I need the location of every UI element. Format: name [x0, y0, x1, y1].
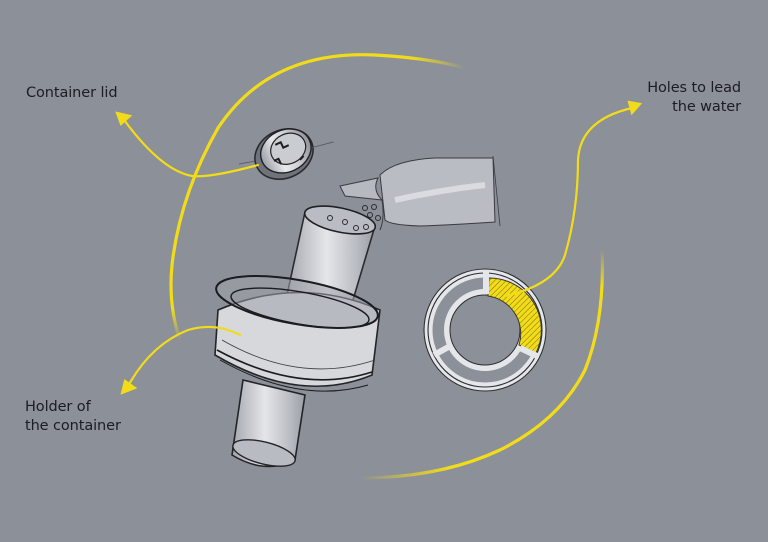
pouring-vessel-drawing	[339, 155, 501, 231]
container-lid-drawing	[238, 128, 334, 180]
holder-ring-drawing	[214, 275, 381, 468]
label-container-lid: Container lid	[26, 84, 118, 103]
decorative-circle-arcs	[169, 53, 604, 480]
filter-ring-drawing	[423, 268, 547, 392]
label-holes-to-lead-water: Holes to lead the water	[647, 79, 741, 117]
label-line: Holder of	[25, 399, 91, 415]
label-line: Container lid	[26, 85, 118, 101]
leader-arrows	[115, 100, 643, 395]
label-line: Holes to lead	[647, 80, 741, 96]
label-line: the container	[25, 418, 121, 434]
label-line: the water	[672, 99, 741, 115]
label-holder-of-container: Holder of the container	[25, 398, 121, 436]
